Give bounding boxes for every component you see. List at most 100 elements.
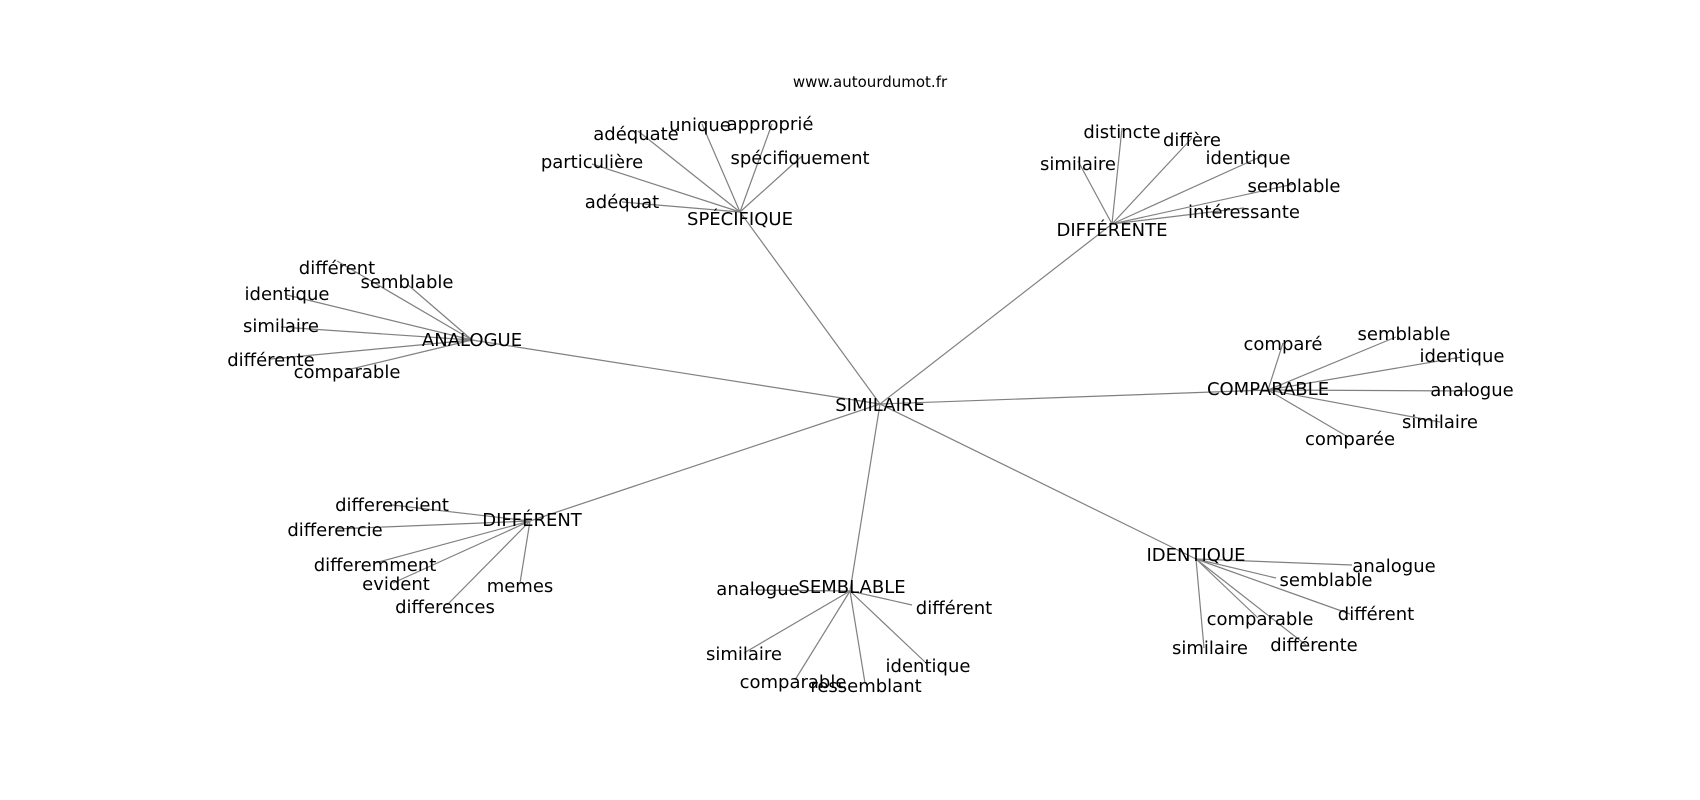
leaf-word-differente[interactable]: semblable: [1248, 176, 1341, 197]
hub-word-analogue[interactable]: ANALOGUE: [422, 330, 522, 351]
leaf-word-semblable[interactable]: identique: [886, 656, 971, 677]
leaf-word-analogue[interactable]: comparable: [294, 362, 401, 383]
leaf-word-different[interactable]: memes: [487, 576, 554, 597]
leaf-word-different[interactable]: differemment: [314, 555, 437, 576]
leaf-word-analogue[interactable]: différent: [299, 258, 375, 279]
leaf-word-semblable[interactable]: similaire: [706, 644, 782, 665]
edge-analogue-leaf: [336, 260, 473, 341]
leaf-word-comparable[interactable]: analogue: [1430, 380, 1513, 401]
leaf-word-comparable[interactable]: comparé: [1244, 334, 1323, 355]
edge-different-leaf: [446, 520, 531, 606]
leaf-word-identique[interactable]: différente: [1270, 635, 1358, 656]
edge-semblable-leaf: [743, 590, 851, 654]
edge-center-comparable: [879, 389, 1269, 405]
edge-specifique-leaf: [701, 123, 741, 213]
edge-comparable-leaf: [1267, 389, 1473, 392]
edge-identique-leaf: [1195, 558, 1353, 566]
edge-different-leaf: [334, 520, 531, 530]
edge-analogue-leaf: [406, 283, 473, 341]
leaf-word-identique[interactable]: analogue: [1352, 556, 1435, 577]
center-word[interactable]: SIMILAIRE: [835, 395, 925, 416]
leaf-word-analogue[interactable]: différente: [227, 350, 315, 371]
leaf-word-analogue[interactable]: semblable: [361, 272, 454, 293]
edge-differente-leaf: [1111, 127, 1123, 225]
edge-semblable-leaf: [749, 589, 851, 592]
hub-word-comparable[interactable]: COMPARABLE: [1207, 379, 1329, 400]
leaf-word-different[interactable]: differencient: [335, 495, 449, 516]
edge-semblable-leaf: [849, 590, 913, 606]
edge-center-specifique: [739, 211, 881, 405]
leaf-word-differente[interactable]: intéressante: [1188, 202, 1300, 223]
hub-word-different[interactable]: DIFFÉRENT: [482, 509, 583, 531]
leaf-word-different[interactable]: differencie: [287, 520, 382, 541]
edge-identique-leaf: [1195, 558, 1307, 646]
leaf-word-differente[interactable]: distincte: [1083, 122, 1160, 143]
leaf-word-specifique[interactable]: approprié: [727, 114, 814, 135]
edge-identique-leaf: [1195, 558, 1205, 649]
edge-analogue-leaf: [280, 326, 473, 341]
leaf-word-semblable[interactable]: analogue: [716, 579, 799, 600]
edge-differente-leaf: [1111, 207, 1245, 225]
edge-analogue-leaf: [270, 339, 473, 360]
leaf-word-analogue[interactable]: identique: [245, 284, 330, 305]
edge-specifique-leaf: [739, 155, 803, 213]
leaf-word-differente[interactable]: similaire: [1040, 154, 1116, 175]
leaf-word-comparable[interactable]: comparée: [1305, 429, 1395, 450]
edge-center-semblable: [849, 403, 881, 592]
edge-different-leaf: [374, 520, 531, 564]
site-url[interactable]: www.autourdumot.fr: [793, 73, 948, 91]
edge-semblable-leaf: [849, 590, 926, 663]
edge-semblable-leaf: [794, 590, 851, 681]
edge-specifique-leaf: [739, 123, 773, 213]
hub-word-semblable[interactable]: SEMBLABLE: [798, 577, 905, 598]
leaf-word-semblable[interactable]: comparable: [740, 672, 847, 693]
edge-center-differente: [879, 223, 1113, 405]
leaf-word-identique[interactable]: similaire: [1172, 638, 1248, 659]
edge-identique-leaf: [1195, 558, 1351, 615]
graph-labels: www.autourdumot.fr adéquat particulière ad…: [227, 73, 1513, 697]
leaf-word-semblable[interactable]: différent: [916, 598, 992, 619]
leaf-word-specifique[interactable]: adéquate: [593, 124, 679, 145]
leaf-word-identique[interactable]: différent: [1338, 604, 1414, 625]
leaf-word-specifique[interactable]: particulière: [541, 152, 643, 173]
edge-semblable-leaf: [849, 590, 866, 684]
edge-different-leaf: [391, 504, 531, 522]
leaf-word-analogue[interactable]: similaire: [243, 316, 319, 337]
edge-comparable-leaf: [1267, 389, 1441, 423]
hub-word-specifique[interactable]: SPÉCIFIQUE: [687, 208, 793, 230]
edge-analogue-leaf: [286, 294, 473, 341]
edge-specifique-leaf: [621, 201, 741, 213]
edge-differente-leaf: [1111, 155, 1263, 225]
edge-comparable-leaf: [1267, 336, 1397, 391]
graph-edges: [270, 123, 1473, 684]
leaf-word-identique[interactable]: semblable: [1280, 570, 1373, 591]
edge-comparable-leaf: [1267, 356, 1463, 391]
leaf-word-comparable[interactable]: semblable: [1358, 324, 1451, 345]
edge-comparable-leaf: [1267, 389, 1349, 438]
edge-differente-leaf: [1077, 160, 1113, 225]
leaf-word-different[interactable]: evident: [362, 574, 430, 595]
edge-center-identique: [879, 403, 1197, 560]
hub-word-differente[interactable]: DIFFÉRENTE: [1057, 219, 1168, 241]
leaf-word-comparable[interactable]: similaire: [1402, 412, 1478, 433]
leaf-word-specifique[interactable]: unique: [669, 115, 731, 136]
leaf-word-differente[interactable]: identique: [1206, 148, 1291, 169]
leaf-word-identique[interactable]: comparable: [1207, 609, 1314, 630]
edge-center-analogue: [471, 339, 881, 405]
hub-word-identique[interactable]: IDENTIQUE: [1146, 545, 1245, 566]
leaf-word-different[interactable]: differences: [395, 597, 495, 618]
leaf-word-specifique[interactable]: adéquat: [585, 192, 659, 213]
edge-differente-leaf: [1111, 183, 1295, 225]
leaf-word-specifique[interactable]: spécifiquement: [730, 148, 869, 169]
edge-identique-leaf: [1195, 558, 1277, 579]
edge-analogue-leaf: [346, 339, 473, 371]
edge-specifique-leaf: [591, 163, 741, 213]
edge-comparable-leaf: [1267, 342, 1284, 391]
edge-differente-leaf: [1111, 137, 1193, 225]
leaf-word-differente[interactable]: diffère: [1163, 130, 1221, 151]
leaf-word-comparable[interactable]: identique: [1420, 346, 1505, 367]
edge-different-leaf: [519, 520, 531, 584]
leaf-word-semblable[interactable]: ressemblant: [810, 676, 921, 697]
edge-identique-leaf: [1195, 558, 1259, 619]
edge-center-different: [529, 403, 881, 522]
